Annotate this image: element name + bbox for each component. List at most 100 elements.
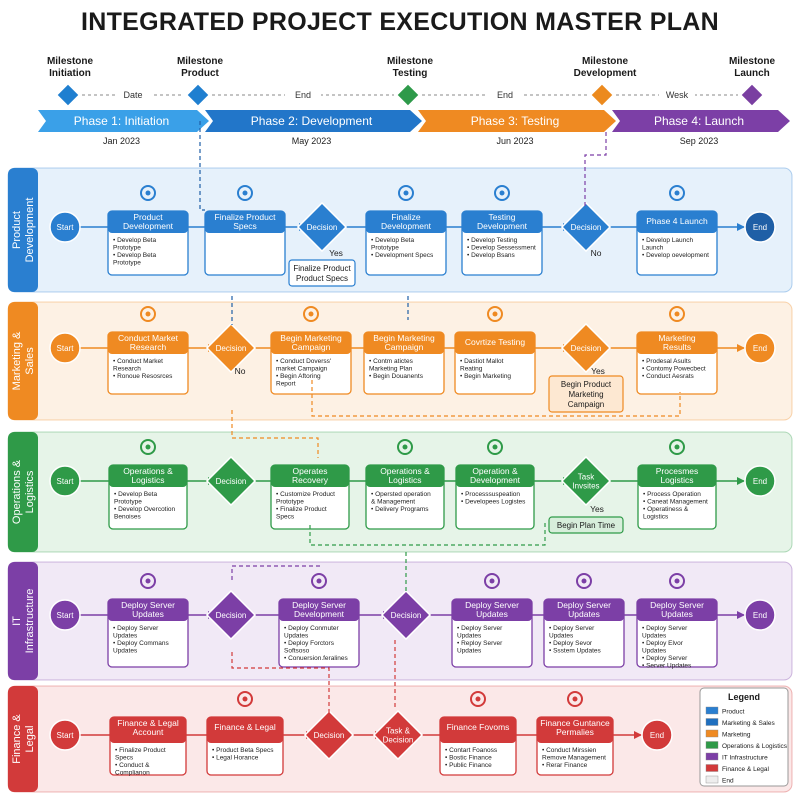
end-node[interactable] — [744, 332, 776, 364]
decision-diamond[interactable] — [560, 201, 612, 253]
chart-icon-dot — [402, 444, 408, 450]
end-node[interactable] — [744, 599, 776, 631]
connector-label: End — [295, 90, 311, 100]
cycle-icon-dot — [492, 444, 498, 450]
chart-icon-dot — [308, 311, 314, 317]
start-node[interactable] — [49, 719, 81, 751]
task-card-header — [544, 599, 624, 621]
sub-step-box[interactable]: Begin Plan Time — [548, 516, 624, 534]
task-title: Marketing — [658, 333, 696, 343]
task-card-header — [455, 332, 535, 354]
task-card[interactable]: Operations &Logistics• Opersted operatio… — [365, 464, 445, 530]
document-icon — [567, 691, 583, 707]
milestone-label: Development — [574, 68, 637, 79]
task-card-header — [108, 332, 188, 354]
milestone-label: Initiation — [49, 68, 91, 79]
task-title: Specs — [233, 221, 257, 231]
branch-label: No — [235, 366, 246, 376]
end-node[interactable] — [744, 211, 776, 243]
decision-diamond[interactable] — [205, 455, 257, 507]
task-title: Operates — [293, 466, 328, 476]
start-label: Start — [57, 731, 75, 740]
task-card[interactable]: Finance & Legal• Product Beta Specs• Leg… — [206, 716, 284, 776]
task-card[interactable]: Operations &Logistics• Develop Beta Prot… — [108, 464, 188, 530]
chart-icon — [397, 439, 413, 455]
cycle-icon — [140, 439, 156, 455]
connector-label-bg — [487, 88, 523, 102]
end-label: End — [753, 344, 767, 353]
decision-diamond[interactable] — [372, 709, 424, 761]
task-bullet: • Deploy Server — [642, 655, 688, 662]
network-icon-dot — [674, 578, 680, 584]
task-card-header — [366, 211, 446, 233]
phase-arrow — [418, 110, 616, 132]
start-node[interactable] — [49, 599, 81, 631]
task-title: Results — [663, 342, 691, 352]
task-bullet: Remove Management — [542, 755, 606, 762]
task-card-header — [637, 211, 717, 233]
gear-icon — [140, 185, 156, 201]
task-card[interactable]: Finance Fovoms• Contart Foanoss• Bostic … — [439, 716, 517, 776]
task-card[interactable]: Phase 4 Launch• Develop Launch Launch• D… — [636, 210, 718, 276]
decision-diamond[interactable] — [205, 322, 257, 374]
legend-swatch — [705, 775, 719, 784]
swimlane-title: Legal — [24, 726, 36, 753]
legend-item-label: Product — [722, 709, 745, 716]
chart-icon-shape — [397, 439, 413, 455]
monitor-icon-dot — [316, 578, 322, 584]
task-card-header — [109, 465, 187, 487]
task-card-header — [110, 717, 186, 743]
rocket-icon-dot — [674, 190, 680, 196]
task-bullet: Updates — [642, 633, 667, 640]
start-node[interactable] — [49, 332, 81, 364]
decision-diamond[interactable] — [303, 709, 355, 761]
start-node[interactable] — [49, 211, 81, 243]
task-title: Deploy Server — [557, 600, 611, 610]
task-card[interactable]: Operation &Development• Processsuspeatio… — [455, 464, 535, 530]
end-label: End — [753, 223, 767, 232]
decision-label: Decision — [216, 611, 247, 620]
dashed-connector — [311, 380, 681, 417]
decision-diamond[interactable] — [380, 589, 432, 641]
milestone-label: Milestone — [582, 56, 629, 67]
task-card[interactable]: Covrtize Testing• Dastiot Mallot Reating… — [454, 331, 536, 395]
bank-icon-dot — [242, 696, 248, 702]
end-node[interactable] — [744, 465, 776, 497]
legend-item-label: Operations & Logistics — [722, 743, 788, 750]
task-bullet: Softsoso — [284, 648, 310, 655]
task-card-header — [452, 599, 532, 621]
decision-diamond[interactable] — [560, 455, 612, 507]
decision-diamond[interactable] — [296, 201, 348, 253]
dashed-connector — [231, 410, 319, 458]
decision-diamond[interactable] — [560, 322, 612, 374]
decision-diamond[interactable] — [205, 589, 257, 641]
task-title: Logistics — [388, 475, 421, 485]
end-node[interactable] — [641, 719, 673, 751]
legend-item-label: End — [722, 778, 734, 785]
start-node[interactable] — [49, 465, 81, 497]
cycle-icon-shape — [487, 439, 503, 455]
task-title: Deploy Server — [465, 600, 519, 610]
task-bullet: Marketing Plan — [369, 366, 413, 373]
task-bullet: • Deploy Server — [549, 625, 595, 632]
swimlane-title: Operations & — [11, 459, 23, 524]
